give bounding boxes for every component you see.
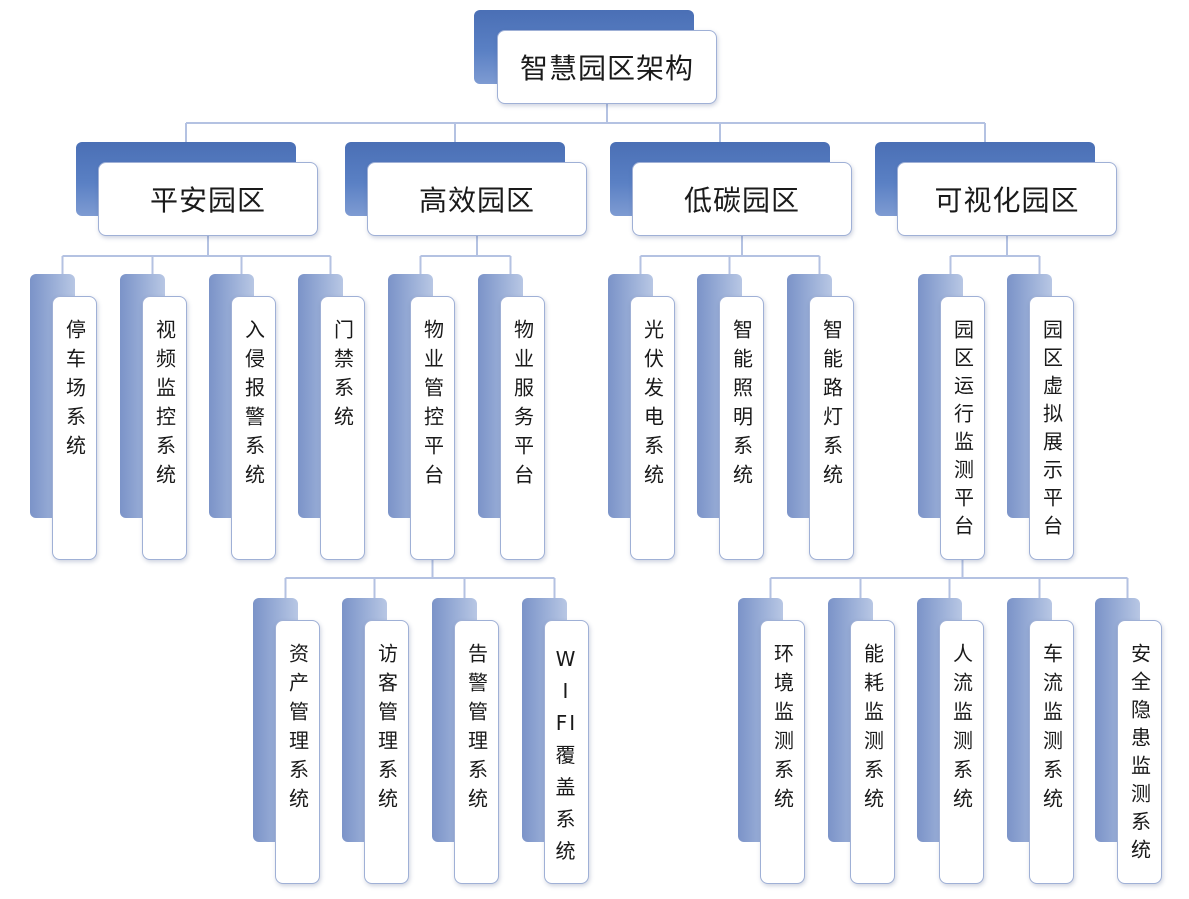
system-box: 物业服务平台	[500, 296, 545, 560]
system-label: 停车场系统	[62, 319, 87, 464]
system-label: 光伏发电系统	[640, 319, 665, 493]
subsystem-label-char: 盖	[555, 775, 578, 799]
subsystem-label: 人流监测系统	[949, 643, 974, 817]
system-label: 园区运行监测平台	[950, 319, 975, 543]
system-label: 门禁系统	[330, 319, 355, 435]
system-label: 智能路灯系统	[819, 319, 844, 493]
system-box: 智能路灯系统	[809, 296, 854, 560]
system-label: 视频监控系统	[152, 319, 177, 493]
system-box: 光伏发电系统	[630, 296, 675, 560]
system-box: 视频监控系统	[142, 296, 187, 560]
subsystem-label: 车流监测系统	[1039, 643, 1064, 817]
system-box: 门禁系统	[320, 296, 365, 560]
system-box: 停车场系统	[52, 296, 97, 560]
subsystem-label: 访客管理系统	[374, 643, 399, 817]
zone-box: 低碳园区	[632, 162, 852, 236]
zone-label: 可视化园区	[934, 184, 1080, 217]
system-label: 入侵报警系统	[241, 319, 266, 493]
zone-label: 高效园区	[418, 184, 535, 217]
subsystem-label: 能耗监测系统	[860, 643, 885, 817]
system-label: 物业服务平台	[510, 319, 535, 493]
zone-label: 平安园区	[149, 184, 266, 217]
system-box: 园区虚拟展示平台	[1029, 296, 1074, 560]
subsystem-box: 访客管理系统	[364, 620, 409, 884]
system-label: 园区虚拟展示平台	[1039, 319, 1064, 543]
subsystem-label: WI FI 覆盖系统	[553, 643, 581, 867]
subsystem-label-char: 系	[555, 807, 578, 831]
zone-box: 平安园区	[98, 162, 318, 236]
subsystem-box: 环境监测系统	[760, 620, 805, 884]
subsystem-label: 环境监测系统	[770, 643, 795, 817]
system-box: 入侵报警系统	[231, 296, 276, 560]
zone-box: 高效园区	[367, 162, 587, 236]
subsystem-label: 安全隐患监测系统	[1127, 643, 1152, 867]
subsystem-box: 车流监测系统	[1029, 620, 1074, 884]
root-box: 智慧园区架构	[497, 30, 717, 104]
subsystem-box: 安全隐患监测系统	[1117, 620, 1162, 884]
subsystem-box: 告警管理系统	[454, 620, 499, 884]
subsystem-label-char: 覆	[555, 743, 578, 767]
system-label: 智能照明系统	[729, 319, 754, 493]
subsystem-label-char: 统	[555, 839, 578, 863]
subsystem-label-char: WI	[555, 647, 578, 703]
root-label: 智慧园区架构	[519, 52, 694, 85]
subsystem-box: 能耗监测系统	[850, 620, 895, 884]
zone-box: 可视化园区	[897, 162, 1117, 236]
subsystem-box: WI FI 覆盖系统	[544, 620, 589, 884]
system-box: 智能照明系统	[719, 296, 764, 560]
subsystem-box: 资产管理系统	[275, 620, 320, 884]
subsystem-label-char: FI	[555, 711, 578, 735]
zone-label: 低碳园区	[683, 184, 800, 217]
system-box: 物业管控平台	[410, 296, 455, 560]
system-box: 园区运行监测平台	[940, 296, 985, 560]
subsystem-label: 资产管理系统	[285, 643, 310, 817]
subsystem-box: 人流监测系统	[939, 620, 984, 884]
subsystem-label: 告警管理系统	[464, 643, 489, 817]
system-label: 物业管控平台	[420, 319, 445, 493]
